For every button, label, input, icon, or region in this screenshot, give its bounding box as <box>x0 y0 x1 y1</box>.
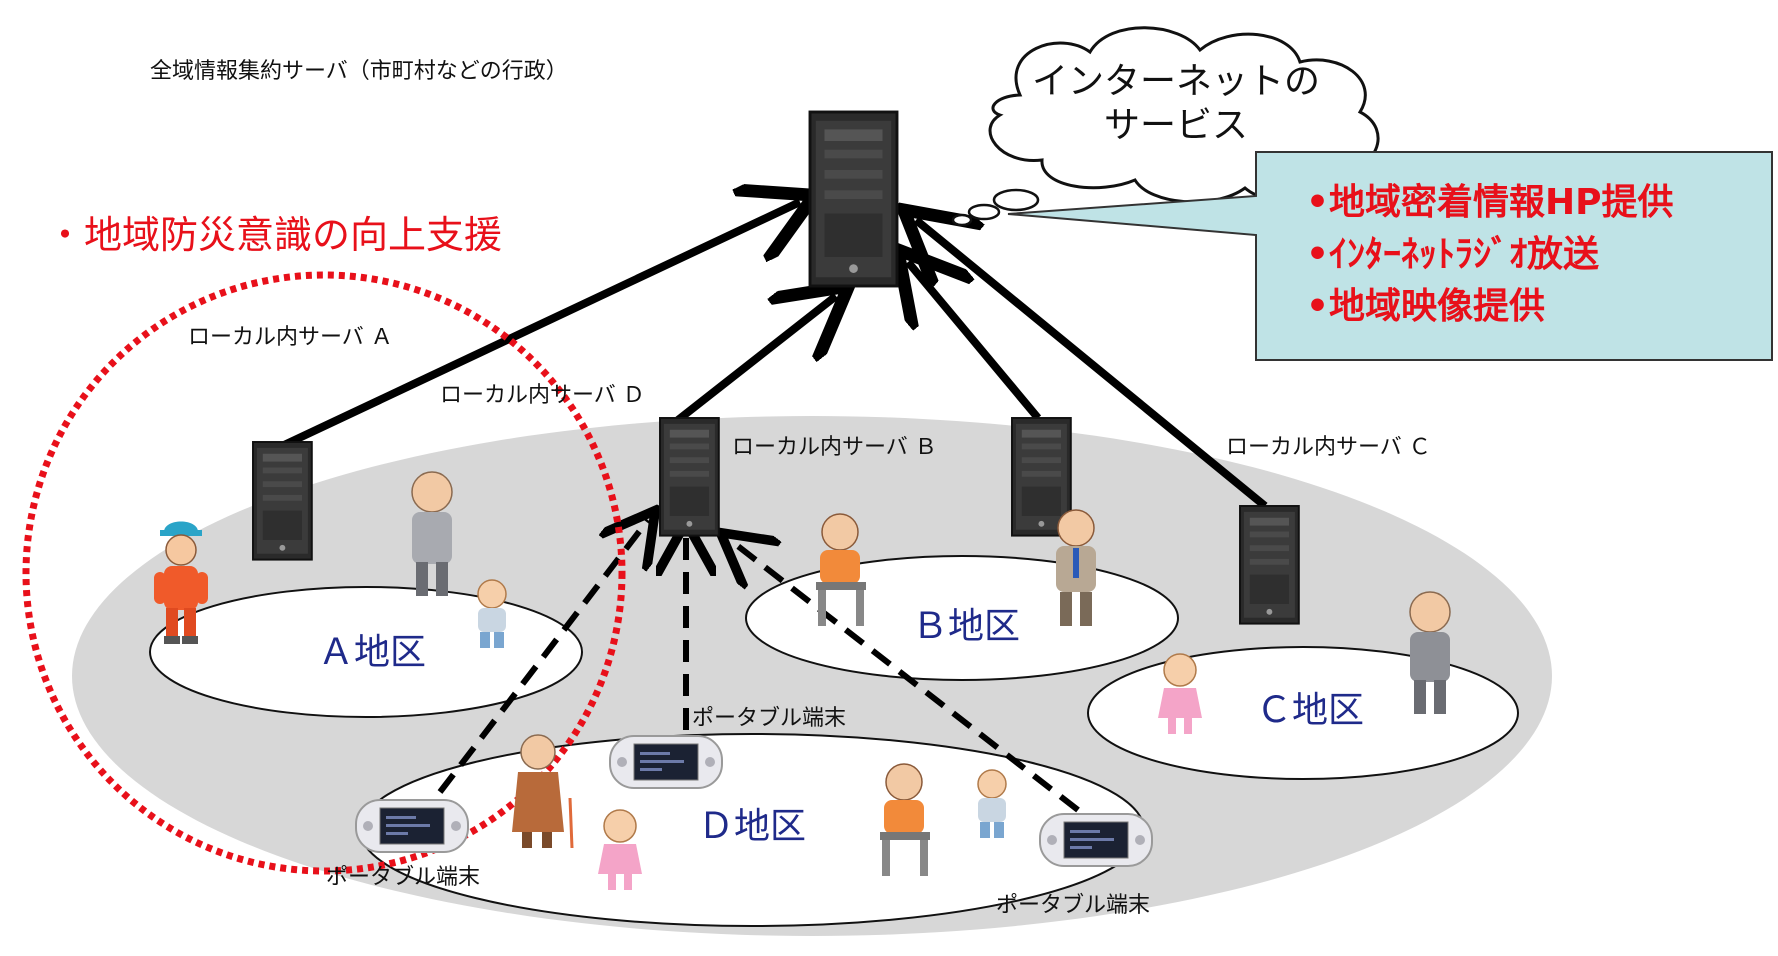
district-d-label: Ｄ地区 <box>698 806 806 847</box>
district-b-label: Ｂ地区 <box>912 606 1020 647</box>
person-worker-icon <box>154 521 208 644</box>
portable-device-right-icon <box>1039 813 1153 867</box>
uplink-arrow-a <box>280 202 800 450</box>
uplink-arrow-c <box>916 220 1268 510</box>
server-c-label: ローカル内サーバ Ｃ <box>1226 435 1431 460</box>
district-a-boundary <box>149 586 583 718</box>
portable-link-left <box>437 520 648 794</box>
services-callout <box>1007 151 1773 361</box>
portable-label-right: ポータブル端末 <box>996 893 1150 918</box>
uplink-arrow-d <box>675 296 836 424</box>
central-server-title: 全域情報集約サーバ（市町村などの行政） <box>150 59 568 84</box>
person-girl-d-icon <box>598 809 642 890</box>
person-elderly-man-c-icon <box>1409 591 1451 714</box>
person-wheelchair-icon <box>816 513 866 626</box>
person-girl-icon <box>1158 653 1202 734</box>
person-wheelchair-d-icon <box>880 763 930 876</box>
cloud-text-line2: サービス <box>1104 105 1248 146</box>
local-server-c-icon <box>1239 505 1300 625</box>
portable-label-top: ポータブル端末 <box>692 706 846 731</box>
local-server-d-icon <box>659 417 720 537</box>
district-c-label: Ｃ地区 <box>1256 690 1364 731</box>
callout-item-3: •地域映像提供 <box>1306 286 1545 327</box>
callout-item-1: •地域密着情報HP提供 <box>1306 181 1674 223</box>
cloud-text-line1: インターネットの <box>1032 61 1320 102</box>
portable-link-right <box>730 540 1080 813</box>
person-businessman-icon <box>1056 509 1096 626</box>
portable-device-top-icon <box>609 735 723 789</box>
person-child-d-icon <box>977 769 1007 838</box>
person-elderly-woman-icon <box>512 734 574 849</box>
server-b-label: ローカル内サーバ Ｂ <box>732 435 937 460</box>
highlight-label: ・地域防災意識の向上支援 <box>46 213 502 257</box>
local-server-a-icon <box>252 441 313 561</box>
portable-device-left-icon <box>355 799 469 853</box>
person-elderly-man-icon <box>411 471 453 596</box>
highlight-circle <box>22 271 626 875</box>
district-c-boundary <box>1087 646 1519 780</box>
district-a-label: Ａ地区 <box>318 632 426 673</box>
server-a-label: ローカル内サーバ Ａ <box>188 325 393 350</box>
person-child-icon <box>477 579 507 648</box>
callout-item-2: •ｲﾝﾀｰﾈｯﾄﾗｼﾞｵ放送 <box>1306 233 1599 275</box>
uplink-arrow-b <box>908 262 1042 421</box>
portable-label-left: ポータブル端末 <box>326 865 480 890</box>
central-server-icon <box>808 110 899 288</box>
server-d-label: ローカル内サーバ Ｄ <box>440 383 645 408</box>
